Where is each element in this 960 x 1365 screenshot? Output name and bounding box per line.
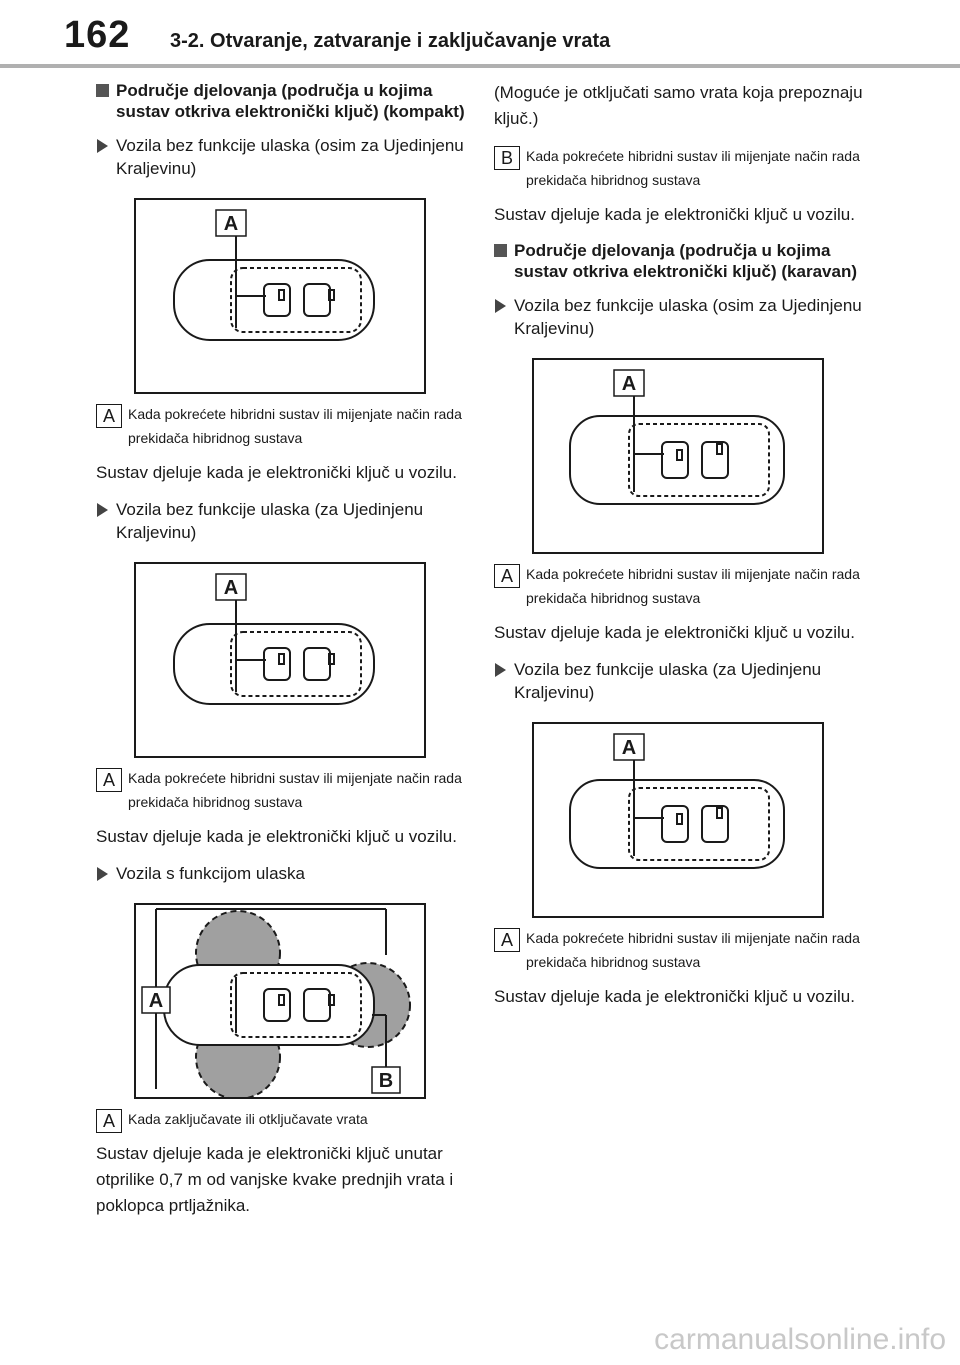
figure-label-a: A xyxy=(622,737,636,759)
right-column: (Moguće je otključati samo vrata koja pr… xyxy=(494,80,866,1022)
figure-label-a: A xyxy=(149,990,163,1012)
triangle-bullet-icon xyxy=(97,139,108,153)
caption-badge: A xyxy=(494,928,520,952)
figure-label-b: B xyxy=(379,1070,393,1092)
car-top-view-illustration: A xyxy=(173,209,375,341)
figure-label-a: A xyxy=(622,373,636,395)
paragraph-1: Sustav djeluje kada je elektronički klju… xyxy=(96,463,457,482)
caption-b: B Kada pokrećete hibridni sustav ili mij… xyxy=(494,144,866,192)
figure-compact-range-2: A xyxy=(134,562,426,758)
chapter-title: 3-2. Otvaranje, zatvaranje i zaključavan… xyxy=(170,30,611,52)
bullet-no-entry-non-uk: Vozila bez funkcije ulaska (osim za Ujed… xyxy=(494,294,866,340)
section-square-icon xyxy=(96,84,109,97)
caption-2: A Kada pokrećete hibridni sustav ili mij… xyxy=(494,926,866,974)
paragraph-2: Sustav djeluje kada je elektronički klju… xyxy=(494,623,855,642)
paragraph-2: Sustav djeluje kada je elektronički klju… xyxy=(96,827,457,846)
left-column: Područje djelovanja (područja u kojima s… xyxy=(96,80,468,1231)
caption-3: A Kada zaključavate ili otključavate vra… xyxy=(96,1107,468,1133)
figure-label-a: A xyxy=(224,213,238,235)
watermark: carmanualsonline.info xyxy=(654,1323,946,1356)
paragraph-3: Sustav djeluje kada je elektronički klju… xyxy=(494,987,855,1006)
figure-label-a: A xyxy=(224,577,238,599)
figure-compact-range-1: A xyxy=(134,198,426,394)
car-top-view-illustration: A xyxy=(569,369,785,505)
caption-1: A Kada pokrećete hibridni sustav ili mij… xyxy=(494,562,866,610)
bullet-no-entry-non-uk: Vozila bez funkcije ulaska (osim za Ujed… xyxy=(96,134,468,180)
page-number: 162 xyxy=(64,14,131,56)
car-top-view-with-ranges: A B xyxy=(141,908,411,1097)
triangle-bullet-icon xyxy=(495,299,506,313)
triangle-bullet-icon xyxy=(495,663,506,677)
paragraph-3: Sustav djeluje kada je elektronički klju… xyxy=(96,1144,454,1215)
section-square-icon xyxy=(494,244,507,257)
caption-badge: A xyxy=(96,1109,122,1133)
caption-badge: A xyxy=(494,564,520,588)
figure-compact-entry-range: A B xyxy=(134,903,426,1099)
caption-badge: B xyxy=(494,146,520,170)
caption-1: A Kada pokrećete hibridni sustav ili mij… xyxy=(96,402,468,450)
triangle-bullet-icon xyxy=(97,867,108,881)
section-heading-compact: Područje djelovanja (područja u kojima s… xyxy=(96,80,468,122)
figure-estate-range-1: A xyxy=(532,358,824,554)
figure-estate-range-2: A xyxy=(532,722,824,918)
paragraph-1: Sustav djeluje kada je elektronički klju… xyxy=(494,205,855,224)
car-top-view-illustration: A xyxy=(173,573,375,705)
caption-badge: A xyxy=(96,404,122,428)
paragraph-0: (Moguće je otključati samo vrata koja pr… xyxy=(494,83,863,128)
triangle-bullet-icon xyxy=(97,503,108,517)
caption-2: A Kada pokrećete hibridni sustav ili mij… xyxy=(96,766,468,814)
caption-badge: A xyxy=(96,768,122,792)
bullet-no-entry-uk: Vozila bez funkcije ulaska (za Ujedinjen… xyxy=(494,658,866,704)
bullet-no-entry-uk: Vozila bez funkcije ulaska (za Ujedinjen… xyxy=(96,498,468,544)
page-header: 162 3-2. Otvaranje, zatvaranje i zaključ… xyxy=(0,0,960,70)
section-heading-estate: Područje djelovanja (područja u kojima s… xyxy=(494,240,866,282)
bullet-entry-function: Vozila s funkcijom ulaska xyxy=(96,862,468,885)
header-divider xyxy=(0,64,960,68)
car-top-view-illustration: A xyxy=(569,733,785,869)
